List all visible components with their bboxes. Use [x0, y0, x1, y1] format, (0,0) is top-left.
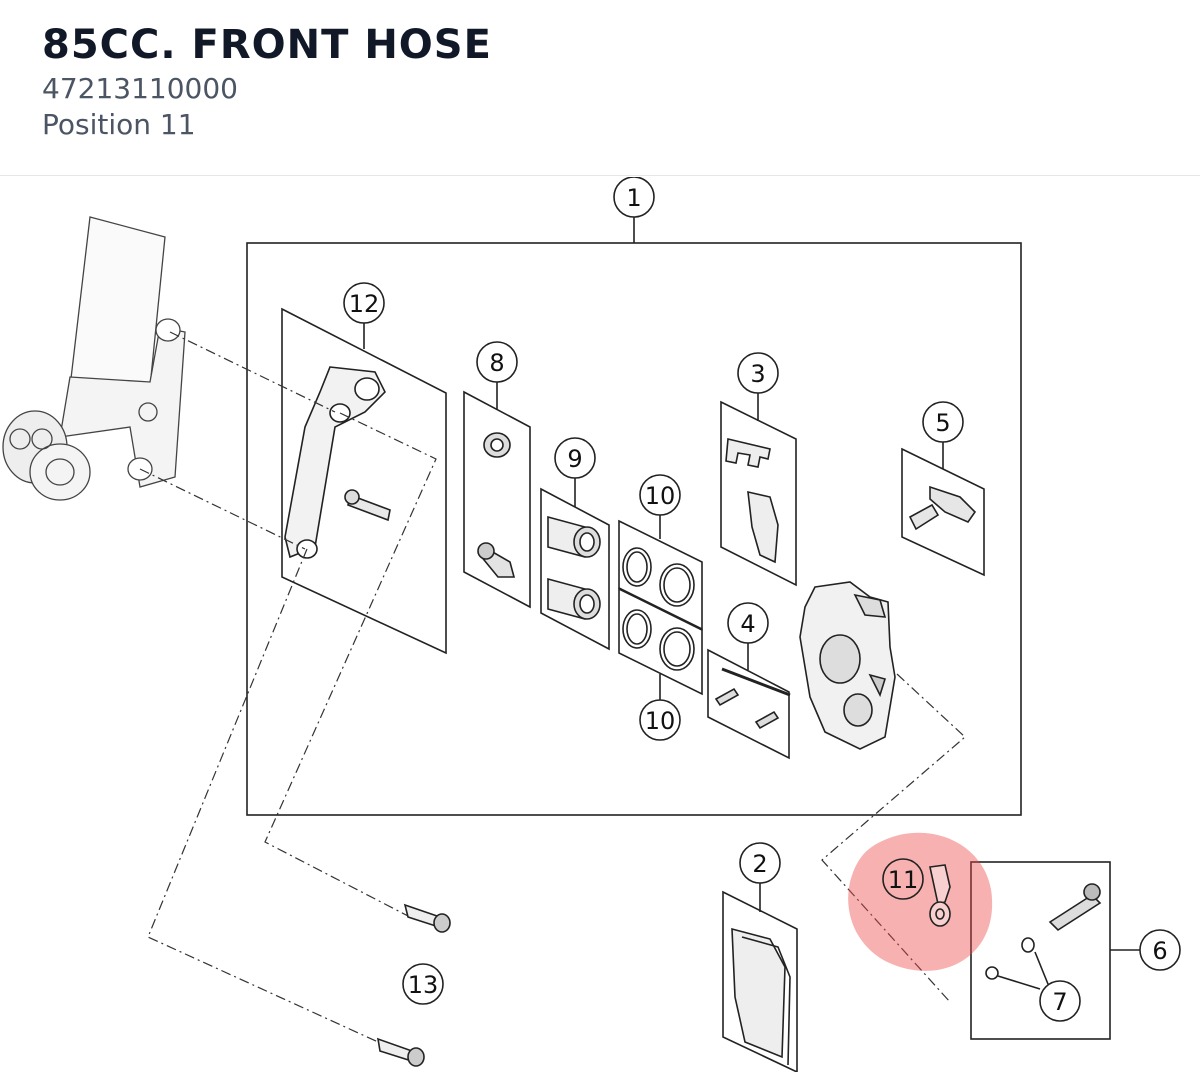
callout-1[interactable]: 1 [613, 177, 655, 218]
part-number: 47213110000 [42, 72, 238, 105]
callout-7[interactable]: 7 [1039, 980, 1081, 1022]
svg-text:4: 4 [740, 610, 755, 638]
svg-text:10: 10 [645, 707, 676, 735]
svg-text:12: 12 [349, 290, 380, 318]
part-6-panel [970, 861, 1140, 1040]
callout-2[interactable]: 2 [739, 842, 781, 884]
svg-text:1: 1 [626, 184, 641, 212]
position-label: Position 11 [42, 108, 196, 141]
caliper-body-drawing [799, 581, 896, 750]
part-2-brake-pads [722, 883, 798, 1072]
fork-leg-drawing [2, 216, 186, 501]
callout-6[interactable]: 6 [1139, 929, 1181, 971]
svg-text:5: 5 [935, 409, 950, 437]
callout-9[interactable]: 9 [554, 437, 596, 479]
svg-text:3: 3 [750, 360, 765, 388]
svg-text:13: 13 [408, 971, 439, 999]
page-header: 85CC. FRONT HOSE 47213110000 Position 11 [0, 0, 1200, 176]
callout-5[interactable]: 5 [922, 401, 964, 443]
part-13-bolts [376, 903, 451, 1067]
callout-4[interactable]: 4 [727, 602, 769, 644]
svg-text:9: 9 [567, 445, 582, 473]
part-3-pad-spring [720, 392, 797, 587]
svg-text:7: 7 [1052, 988, 1067, 1016]
part-8-bleed-parts [463, 379, 531, 609]
part-10-seals-lower [618, 587, 703, 702]
callouts: 1 12 8 3 5 9 10 4 [343, 177, 1181, 1022]
part-4-pins [707, 643, 791, 760]
callout-10-upper[interactable]: 10 [639, 474, 681, 516]
callout-8[interactable]: 8 [476, 341, 518, 383]
svg-text:11: 11 [888, 866, 919, 894]
callout-12[interactable]: 12 [343, 282, 385, 324]
part-12-bracket [281, 307, 447, 655]
exploded-parts-diagram: 1 12 8 3 5 9 10 4 [0, 177, 1200, 1072]
part-10-seals-upper [618, 513, 703, 631]
svg-text:10: 10 [645, 482, 676, 510]
assembly-guide-lines [139, 331, 966, 1053]
part-5-bleeder [901, 442, 985, 577]
svg-text:2: 2 [752, 850, 767, 878]
callout-13[interactable]: 13 [402, 963, 444, 1005]
callout-11[interactable]: 11 [882, 858, 924, 900]
page-title: 85CC. FRONT HOSE [42, 22, 492, 68]
svg-text:8: 8 [489, 349, 504, 377]
callout-10-lower[interactable]: 10 [639, 699, 681, 741]
part-11-front-hose-highlight[interactable] [848, 832, 993, 971]
svg-text:6: 6 [1152, 937, 1167, 965]
callout-3[interactable]: 3 [737, 352, 779, 394]
part-9-pistons [540, 475, 610, 651]
diagram-svg: 1 12 8 3 5 9 10 4 [2, 177, 1181, 1072]
